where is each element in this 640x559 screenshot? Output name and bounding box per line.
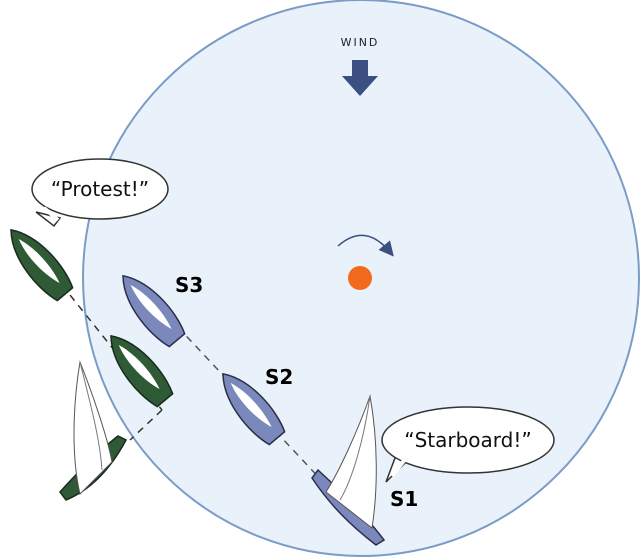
starboard-boat-s1-sail [325, 394, 377, 529]
starboard-boat-s1 [311, 394, 386, 546]
speech-bubble-protest: “Protest!” [31, 158, 169, 228]
starboard-boat-s2 [222, 372, 286, 446]
port-boat-1 [10, 228, 74, 302]
boat-label-s1: S1 [390, 487, 418, 511]
wind-arrow-icon [342, 60, 378, 96]
starboard-quote: “Starboard!” [404, 428, 532, 452]
starboard-boat-s3 [122, 274, 186, 348]
rounding-arrow-icon [337, 234, 394, 257]
wind-label: WIND [341, 36, 380, 49]
boat-label-s3: S3 [175, 273, 203, 297]
speech-bubble-starboard: “Starboard!” [381, 406, 555, 483]
port-boat-3-sail [73, 360, 113, 495]
boat-label-s2: S2 [265, 365, 293, 389]
protest-quote: “Protest!” [51, 177, 149, 201]
mark-buoy [348, 266, 372, 290]
port-boat-3 [59, 360, 128, 501]
port-boat-2 [110, 334, 174, 408]
